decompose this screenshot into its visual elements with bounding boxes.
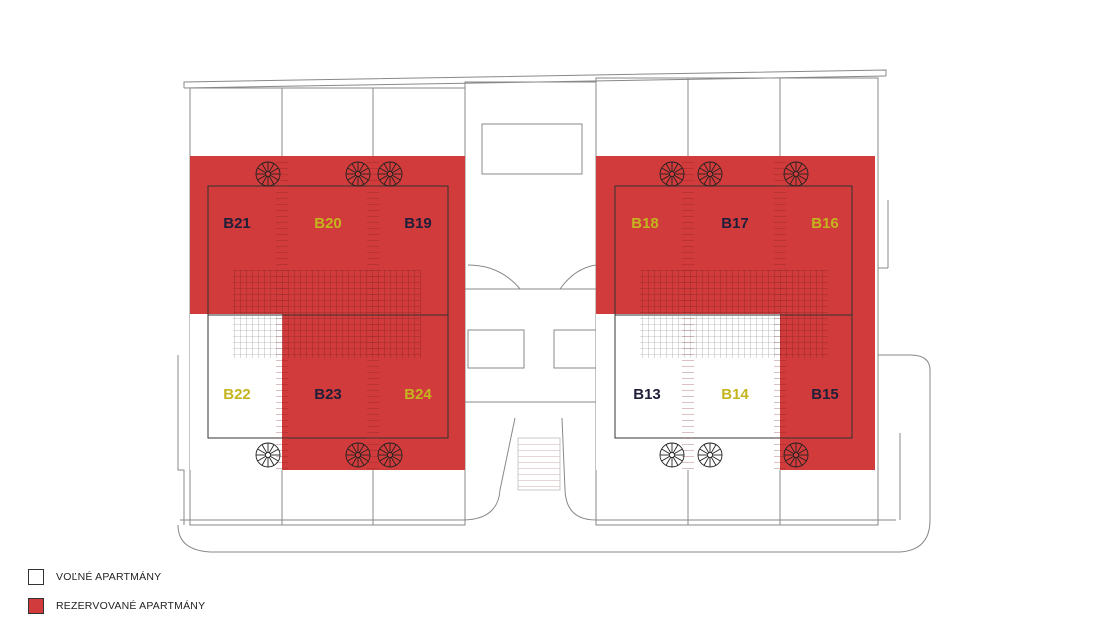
unit-label-b18: B18	[631, 215, 659, 232]
unit-label-b15: B15	[811, 386, 839, 403]
legend-free-label: VOĽNÉ APARTMÁNY	[56, 571, 162, 583]
unit-label-b22: B22	[223, 386, 251, 403]
legend-reserved-label: REZERVOVANÉ APARTMÁNY	[56, 600, 206, 612]
reserved-swatch	[28, 598, 44, 614]
spiral-stair	[697, 442, 723, 468]
free-swatch	[28, 569, 44, 585]
spiral-stairs	[255, 161, 809, 468]
unit-label-b21: B21	[223, 215, 251, 232]
unit-label-b17: B17	[721, 215, 749, 232]
unit-label-b13: B13	[633, 386, 661, 403]
stair-hatching	[233, 160, 828, 470]
spiral-stair	[697, 161, 723, 187]
spiral-stair	[345, 161, 371, 187]
unit-label-b14: B14	[721, 386, 749, 403]
spiral-stair	[255, 161, 281, 187]
spiral-stair	[377, 161, 403, 187]
legend-reserved: REZERVOVANÉ APARTMÁNY	[28, 598, 205, 614]
unit-label-b16: B16	[811, 215, 839, 232]
unit-blocks	[190, 156, 875, 470]
unit-label-b20: B20	[314, 215, 342, 232]
legend-free: VOĽNÉ APARTMÁNY	[28, 569, 161, 585]
spiral-stair	[255, 442, 281, 468]
spiral-stair	[783, 161, 809, 187]
spiral-stair	[783, 442, 809, 468]
spiral-stair	[659, 161, 685, 187]
spiral-stair	[345, 442, 371, 468]
unit-label-b23: B23	[314, 386, 342, 403]
spiral-stair	[659, 442, 685, 468]
unit-label-b24: B24	[404, 386, 432, 403]
unit-label-b19: B19	[404, 215, 432, 232]
spiral-stair	[377, 442, 403, 468]
